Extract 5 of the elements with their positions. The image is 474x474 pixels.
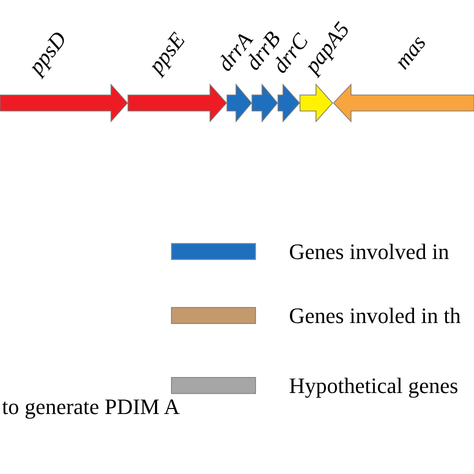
legend-text: Hypothetical genes <box>289 374 458 396</box>
legend-text: Genes involved in <box>289 240 450 262</box>
note-text: to generate PDIM A <box>2 396 180 418</box>
gene-label: mas <box>390 32 430 73</box>
legend-text: Genes involed in th <box>289 304 461 326</box>
